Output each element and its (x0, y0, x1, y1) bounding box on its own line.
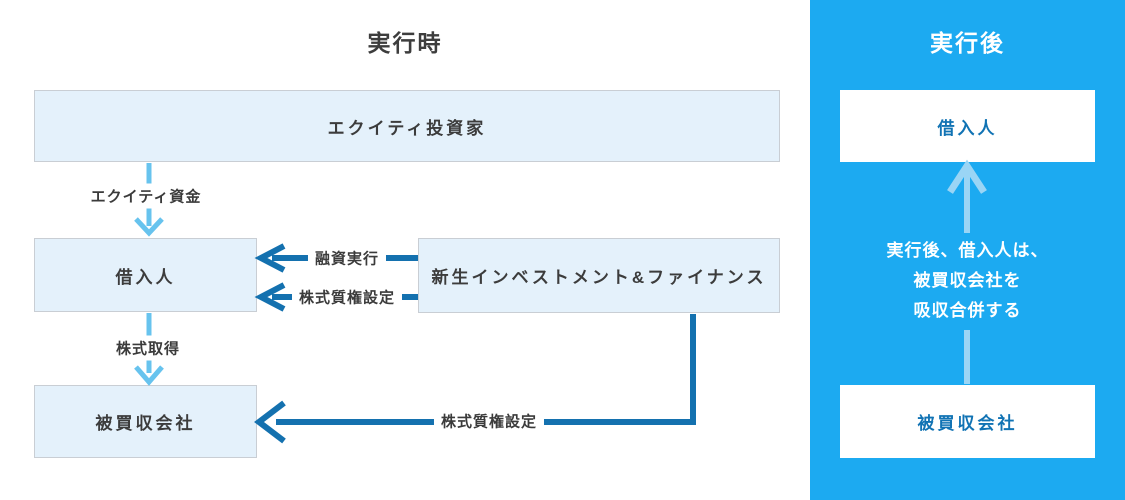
lender-box: 新生インベストメント&ファイナンス (418, 238, 780, 313)
merger-note: 実行後、借入人は、 被買収会社を 吸収合併する (810, 236, 1125, 326)
merger-note-line2: 被買収会社を (913, 271, 1022, 290)
equity-funds-arrow-label: エクイティ資金 (83, 183, 209, 209)
borrower-box: 借入人 (34, 238, 257, 312)
equity-investor-label: エクイティ投資家 (327, 118, 487, 138)
merger-note-line3: 吸収合併する (913, 301, 1022, 320)
equity-investor-box: エクイティ投資家 (34, 90, 780, 162)
right-panel-title: 実行後 (930, 30, 1005, 56)
target-company-label: 被買収会社 (95, 414, 196, 433)
share-acquisition-arrow-label: 株式取得 (108, 335, 188, 361)
post-target-company-box: 被買収会社 (840, 385, 1095, 458)
share-pledge-target-arrowhead-icon (254, 400, 286, 444)
loan-execution-arrow-label: 融資実行 (307, 245, 387, 271)
loan-execution-arrowhead-icon (254, 243, 286, 273)
post-execution-panel: 実行後 借入人 被買収会社 実行後、借入人は、 被買収会社を 吸収合併する (810, 0, 1125, 500)
share-pledge-target-arrow-line (276, 314, 696, 425)
post-target-company-label: 被買収会社 (917, 414, 1018, 433)
merger-note-line1: 実行後、借入人は、 (886, 241, 1049, 260)
lender-label: 新生インベストメント&ファイナンス (431, 268, 767, 287)
post-borrower-box: 借入人 (840, 90, 1095, 162)
equity-funds-arrowhead-icon (134, 217, 164, 237)
post-borrower-label: 借入人 (937, 118, 998, 138)
execution-time-panel: 実行時 エクイティ投資家 借入人 新生インベストメント&ファイナンス 被買収会社 (34, 30, 780, 458)
borrower-label: 借入人 (115, 267, 176, 287)
share-pledge-borrower-arrow-label: 株式質権設定 (291, 284, 403, 310)
merger-arrowhead-icon (947, 159, 987, 194)
share-acquisition-arrowhead-icon (134, 365, 164, 386)
share-pledge-borrower-arrowhead-icon (254, 282, 286, 312)
left-panel-title: 実行時 (367, 30, 443, 56)
share-pledge-target-arrow-label: 株式質権設定 (433, 408, 545, 434)
target-company-box: 被買収会社 (34, 385, 257, 458)
